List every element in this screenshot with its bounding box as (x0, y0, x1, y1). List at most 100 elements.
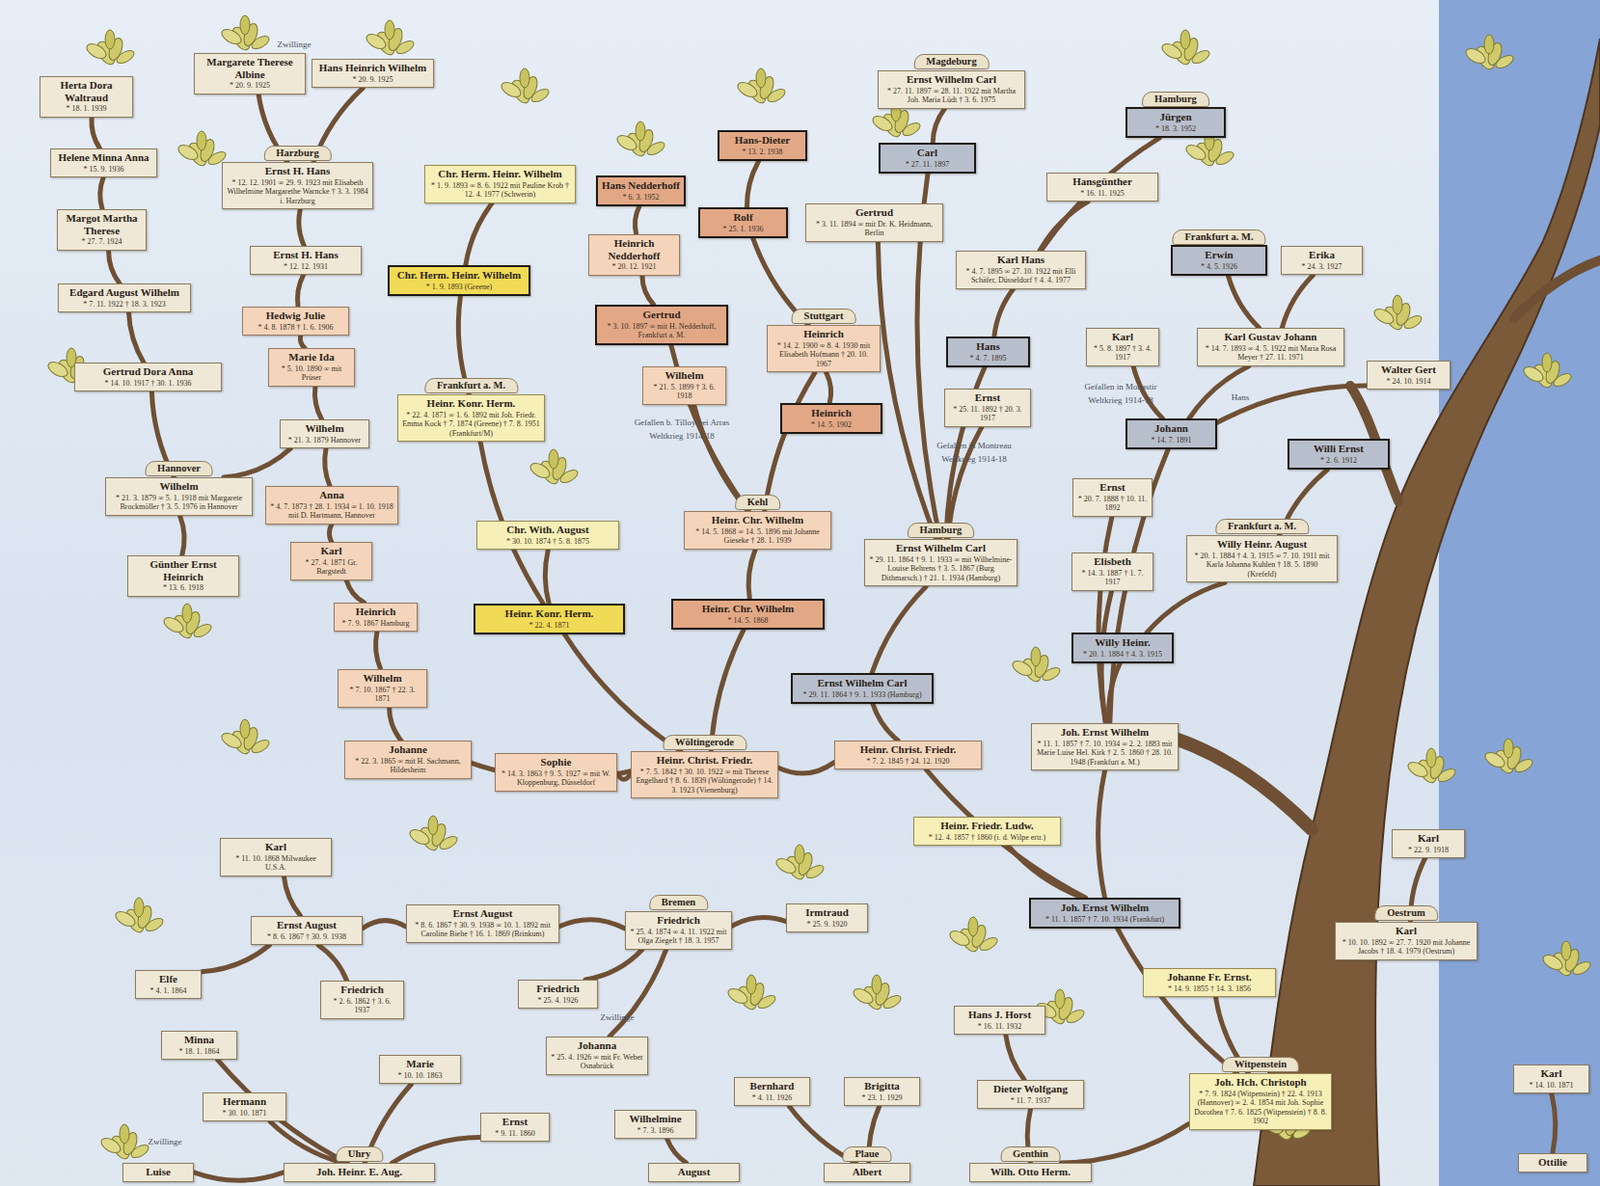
person-box: OestrumKarl* 10. 10. 1892 ∞ 27. 7. 1920 … (1334, 922, 1478, 961)
tree-branch (1551, 1093, 1556, 1154)
tree-branch (1228, 275, 1260, 328)
life-dates: * 20. 1. 1884 † 4. 3. 1915 (1077, 650, 1168, 660)
person-name: Walter Gert (1371, 363, 1446, 377)
person-box: Hansgünther* 16. 11. 1925 (1046, 172, 1159, 202)
person-name: Karl Gustav Johann (1201, 330, 1340, 344)
person-name: Wilhelmine (619, 1112, 692, 1126)
person-name: Karl (1090, 330, 1155, 344)
tree-branch (223, 448, 291, 478)
life-dates: * 9. 11. 1860 (485, 1129, 545, 1139)
person-box: Friedrich* 2. 6. 1862 † 3. 6. 1937 (320, 980, 405, 1020)
tree-branch (1514, 260, 1600, 319)
person-box: Joh. Ernst Wilhelm* 11. 1. 1857 † 7. 10.… (1030, 723, 1179, 771)
tree-branch (764, 372, 815, 512)
tree-branch (609, 949, 667, 1037)
person-box: Johann* 14. 7. 1891 (1125, 418, 1218, 450)
person-name: Wilhelm (284, 422, 365, 435)
person-name: Chr. Herm. Heinr. Wilhelm (429, 167, 571, 181)
tree-branch (872, 704, 898, 741)
person-name: Heinrich (786, 406, 877, 420)
person-box: HannoverWilhelm* 21. 3. 1879 ∞ 5. 1. 191… (105, 477, 253, 516)
person-name: Margot Martha Therese (61, 212, 142, 237)
place-banner: Uhry (335, 1146, 383, 1163)
life-dates: * 16. 11. 1932 (958, 1022, 1041, 1032)
person-name: Karl Hans (960, 253, 1082, 267)
person-box: Rolf* 25. 1. 1936 (698, 207, 788, 239)
life-dates: * 20. 12. 1921 (593, 262, 676, 272)
person-box: Heinrich* 7. 9. 1867 Hamburg (333, 602, 418, 632)
tree-branch (465, 203, 492, 266)
person-name: Herta Dora Waltraud (44, 79, 129, 104)
person-name: Marie (383, 1057, 457, 1071)
life-dates: * 27. 11. 1897 ∞ 28. 11. 1922 mit Martha… (882, 86, 1021, 106)
person-box: HamburgErnst Wilhelm Carl* 29. 11. 1864 … (864, 539, 1018, 587)
life-dates: * 8. 6. 1867 † 30. 9. 1938 ∞ 10. 1. 1892… (410, 921, 555, 940)
life-dates: * 11. 1. 1857 † 7. 10. 1934 (Frankfurt) (1034, 915, 1175, 925)
life-dates: * 4. 11. 1926 (738, 1093, 806, 1104)
person-name: Ernst August (410, 907, 555, 921)
life-dates: * 25. 11. 1892 † 20. 3. 1917 (949, 405, 1027, 424)
person-name: Wilhelm (109, 480, 248, 493)
person-box: Erika* 24. 3. 1927 (1280, 245, 1363, 275)
life-dates: * 18. 1. 1864 (165, 1047, 233, 1058)
place-banner: Magdeburg (913, 54, 990, 70)
person-box: Johanne* 22. 3. 1865 ∞ mit H. Sachmann, … (344, 740, 472, 780)
tree-branch (297, 274, 303, 307)
person-name: Sophie (499, 756, 613, 769)
person-name: Edgard August Wilhelm (62, 286, 187, 299)
person-box: Karl Gustav Johann* 14. 7. 1893 ∞ 4. 5. … (1196, 327, 1345, 367)
person-name: Heinr. Chr. Wilhelm (677, 602, 819, 616)
person-box: Willy Heinr.* 20. 1. 1884 † 4. 3. 1915 (1071, 632, 1174, 664)
person-box: Hans Nedderhoff* 6. 3. 1952 (596, 175, 686, 207)
person-name: Karl (1396, 832, 1461, 845)
life-dates: * 14. 10. 1871 (1518, 1081, 1585, 1091)
person-name: Ernst (949, 391, 1027, 405)
tree-branch (932, 108, 945, 143)
person-box: Bernhard* 4. 11. 1926 (733, 1077, 811, 1107)
person-box: Chr. With. August* 30. 10. 1874 † 5. 8. … (476, 520, 620, 550)
life-dates: * 20. 7. 1888 † 10. 11. 1892 (1077, 494, 1148, 514)
person-box: Hedwig Julie* 4. 8. 1878 † 1. 6. 1906 (242, 306, 350, 336)
life-dates: * 4. 7. 1895 (951, 353, 1025, 364)
life-dates: * 14. 3. 1863 † 9. 5. 1927 ∞ mit W. Klop… (499, 769, 613, 788)
person-box: Heinr. Friedr. Ludw.* 12. 4. 1857 † 1860… (913, 816, 1061, 846)
life-dates: * 1. 9. 1893 (Greene) (393, 282, 525, 293)
tree-branch (201, 945, 270, 973)
person-box: Anna* 4. 7. 1873 † 28. 1. 1934 ∞ 1. 10. … (265, 486, 399, 525)
note-label: Gefallen b. Tilloy bei Arras (634, 418, 731, 429)
tree-branch (299, 335, 305, 349)
tree-branch (91, 117, 101, 149)
person-box: Karl* 14. 10. 1871 (1513, 1064, 1590, 1094)
tree-branch (193, 1172, 284, 1181)
person-box: PlaueAlbert (823, 1163, 911, 1183)
life-dates: * 18. 1. 1939 (44, 104, 129, 114)
person-box: Margot Martha Therese* 27. 7. 1924 (56, 209, 147, 251)
person-name: Minna (165, 1033, 233, 1047)
person-name: Hansgünther (1051, 175, 1154, 189)
person-name: Karl (1339, 924, 1473, 938)
person-name: Hans Heinrich Wilhelm (316, 61, 430, 75)
life-dates: * 10. 10. 1892 ∞ 27. 7. 1920 mit Johanne… (1339, 938, 1473, 957)
person-name: Ernst H. Hans (254, 248, 357, 262)
life-dates: * 3. 11. 1894 ∞ mit Dr. K. Heidmann, Ber… (810, 219, 939, 239)
person-name: Heinrich (338, 605, 413, 619)
tree-branch (100, 177, 104, 210)
person-box: Hans Heinrich Wilhelm* 20. 9. 1925 (311, 58, 434, 88)
life-dates: * 5. 10. 1890 ∞ mit Prüser (272, 364, 351, 383)
note-label: Zwillinge (277, 40, 312, 51)
person-box: Ernst* 25. 11. 1892 † 20. 3. 1917 (944, 388, 1031, 428)
life-dates: * 4. 5. 1926 (1176, 262, 1262, 272)
tree-branch (1157, 732, 1312, 830)
person-box: Elisbeth* 14. 3. 1887 † 1. 7. 1917 (1071, 552, 1154, 592)
person-name: Chr. With. August (481, 523, 615, 537)
person-name: Irmtraud (790, 906, 864, 920)
life-dates: * 6. 3. 1952 (601, 192, 680, 203)
place-banner: Hannover (144, 461, 214, 477)
person-box: Margarete Therese Albine* 20. 9. 1925 (193, 53, 306, 95)
person-box: Heinrich Nedderhoff* 20. 12. 1921 (588, 234, 680, 276)
life-dates: * 14. 5. 1902 (786, 420, 877, 431)
place-banner: Oestrum (1374, 905, 1438, 922)
place-banner: Genthin (1000, 1146, 1061, 1163)
life-dates: * 14. 7. 1893 ∞ 4. 5. 1922 mit Maria Ros… (1201, 344, 1340, 363)
person-name: Ernst Wilhelm Carl (882, 73, 1021, 86)
